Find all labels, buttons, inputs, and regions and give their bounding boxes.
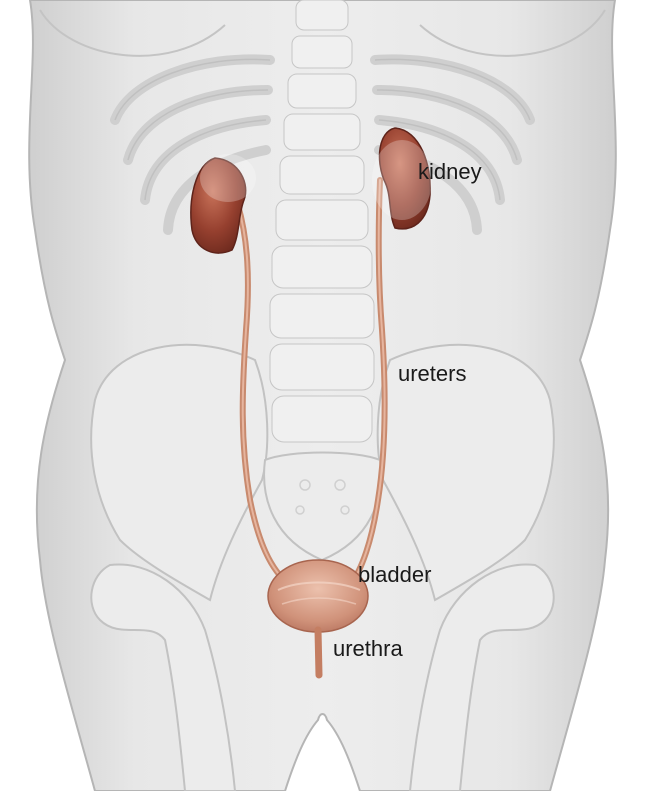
- bladder-label: bladder: [358, 563, 431, 587]
- bladder: [268, 560, 368, 632]
- urethra-label: urethra: [333, 637, 403, 661]
- ureters-label: ureters: [398, 362, 466, 386]
- kidney-label: kidney: [418, 160, 482, 184]
- urethra: [318, 630, 319, 675]
